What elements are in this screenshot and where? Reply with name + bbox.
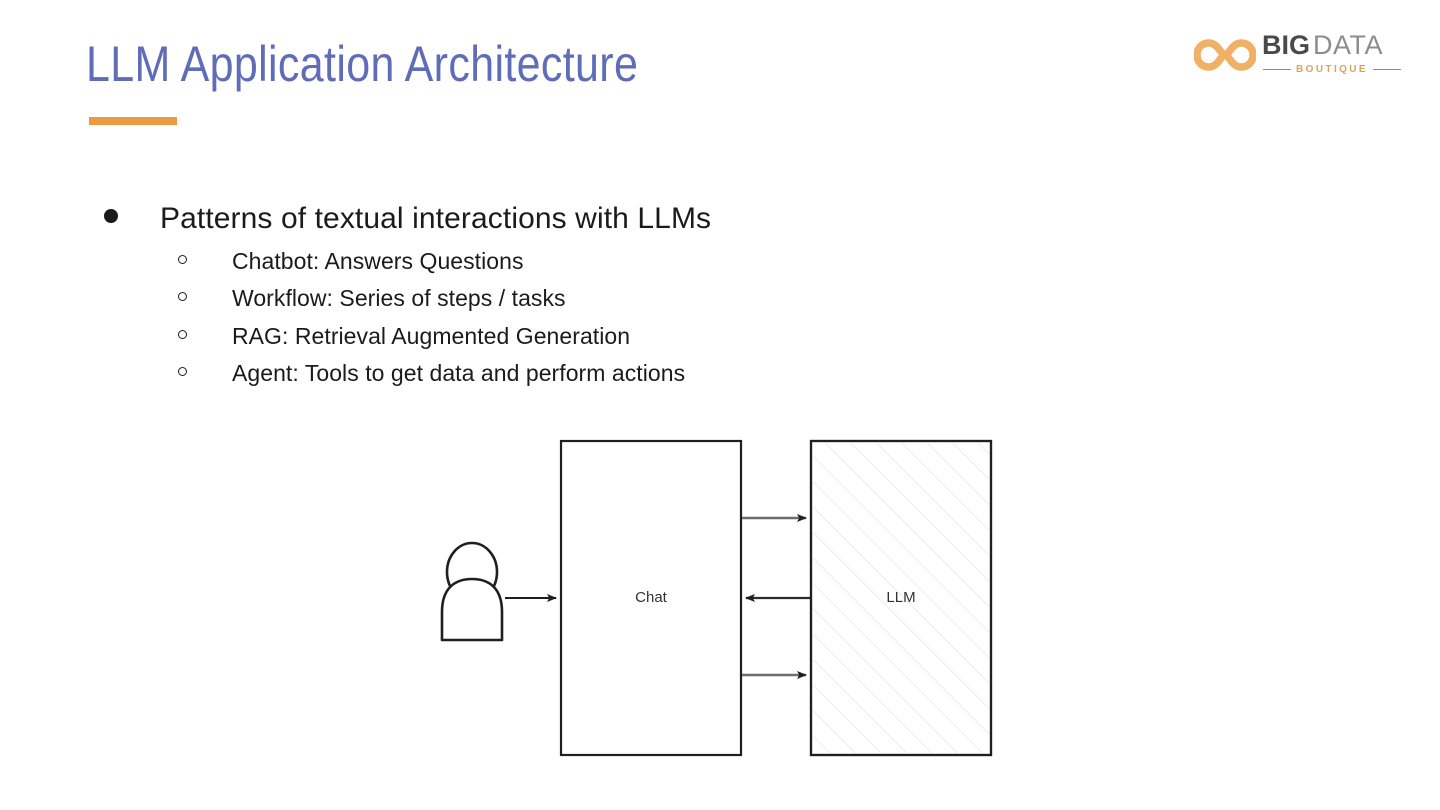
logo-rule-left xyxy=(1263,68,1292,71)
bullet-level2-agent: Agent: Tools to get data and perform act… xyxy=(96,358,996,390)
bullet-level2-text: Workflow: Series of steps / tasks xyxy=(232,285,566,311)
logo-word-data: DATA xyxy=(1313,30,1384,60)
brand-logo: BIG DATA BOUTIQUE xyxy=(1193,30,1404,86)
logo-tagline: BOUTIQUE xyxy=(1296,64,1368,75)
infinity-icon xyxy=(1193,36,1257,74)
bullet-level2-chatbot: Chatbot: Answers Questions xyxy=(96,246,996,278)
bullet-level2-text: Chatbot: Answers Questions xyxy=(232,247,524,274)
bullet-level2-text: RAG: Retrieval Augmented Generation xyxy=(232,322,631,349)
diagram-node-chat xyxy=(559,439,743,757)
user-actor-icon xyxy=(440,541,504,642)
bullet-level1-text: Patterns of textual interactions with LL… xyxy=(160,202,712,235)
logo-tagline-row: BOUTIQUE xyxy=(1263,64,1402,75)
title-accent-rule xyxy=(89,117,177,125)
page-title: LLM Application Architecture xyxy=(86,36,639,92)
bullet-list: Patterns of textual interactions with LL… xyxy=(96,200,996,396)
bullet-level2-rag: RAG: Retrieval Augmented Generation xyxy=(96,321,996,353)
logo-word-big: BIG xyxy=(1262,30,1311,60)
diagram-node-llm xyxy=(809,439,993,757)
diagram-node-chat-label: Chat xyxy=(635,589,667,606)
logo-rule-right xyxy=(1373,68,1402,71)
bullet-level1: Patterns of textual interactions with LL… xyxy=(96,200,996,238)
bullet-level2-text: Agent: Tools to get data and perform act… xyxy=(232,360,686,386)
logo-wordmark: BIG DATA BOUTIQUE xyxy=(1262,30,1402,82)
bullet-level2-workflow: Workflow: Series of steps / tasks xyxy=(96,283,996,315)
diagram-node-llm-label: LLM xyxy=(886,589,916,606)
